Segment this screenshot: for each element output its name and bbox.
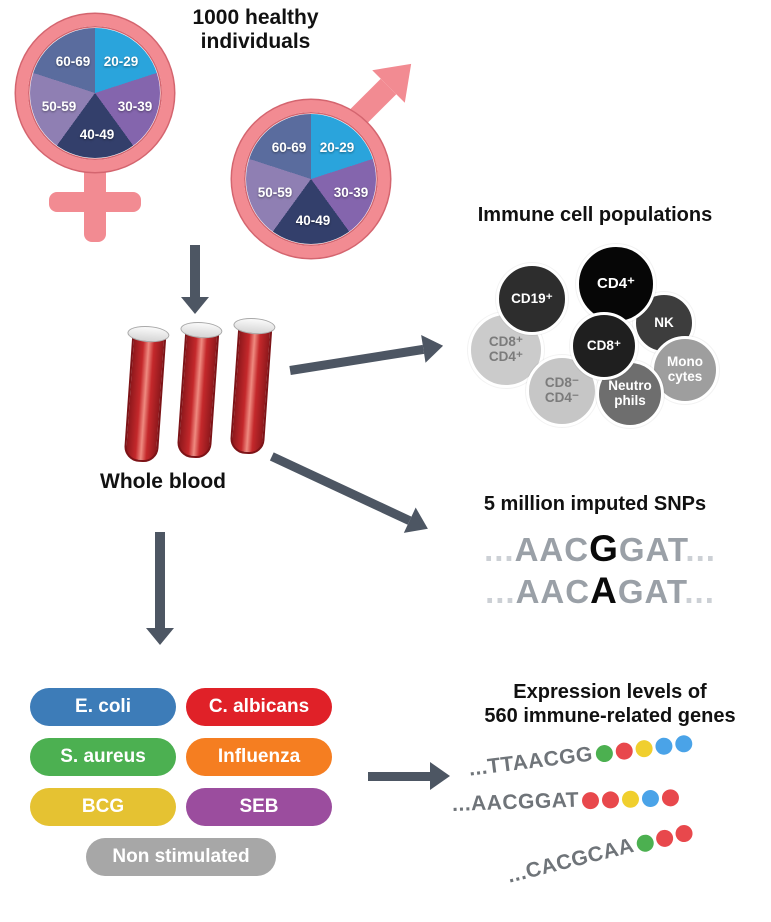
age-label-50-59: 50-59 [257, 185, 293, 200]
expression-dot [641, 789, 660, 807]
age-label-20-29: 20-29 [319, 140, 355, 155]
arrow-stimulations-to-expression [368, 762, 450, 790]
blood-tube [123, 324, 170, 464]
stimulus-c-albicans: C. albicans [186, 688, 332, 726]
snp-sequence-reference: ...AACGGAT... [445, 528, 755, 570]
sequence-dots: ... [485, 573, 516, 610]
age-label-40-49: 40-49 [79, 127, 115, 142]
stimulus-seb: SEB [186, 788, 332, 826]
age-label-50-59: 50-59 [41, 99, 77, 114]
expression-dot [673, 822, 695, 844]
arrow-shaft [270, 451, 412, 525]
gene-sequence: ...TTAACGG [467, 742, 595, 781]
expression-dot [654, 827, 675, 849]
age-label-30-39: 30-39 [333, 185, 369, 200]
snp-sequence-alternate: ...AACAGAT... [445, 570, 755, 612]
snp-variant-allele: G [589, 528, 619, 569]
sequence-dots: ... [684, 573, 715, 610]
female-age-pie: 20-29 30-39 40-49 50-59 60-69 [30, 28, 160, 158]
arrow-shaft [190, 245, 200, 297]
gene-expression-row: ...AACGGAT [452, 785, 680, 817]
age-label-30-39: 30-39 [117, 99, 153, 114]
arrow-shaft [289, 344, 425, 375]
arrow-head [181, 297, 209, 314]
arrow-head [430, 762, 450, 790]
expression-dot [594, 743, 614, 763]
tube-rim [126, 324, 170, 344]
headline: 1000 healthy individuals [192, 6, 319, 54]
sequence-dots: ... [685, 531, 716, 568]
arrow-head [421, 331, 446, 363]
age-label-40-49: 40-49 [295, 213, 331, 228]
sequence-bases: AAC [515, 573, 591, 610]
gene-expression-row: ...CACGCAA [505, 819, 695, 888]
blood-tube [229, 316, 276, 456]
cell-cd4pos: CD4⁺ [576, 244, 656, 324]
expression-dot [614, 741, 634, 761]
stimulus-influenza: Influenza [186, 738, 332, 776]
arrow-head [146, 628, 174, 645]
gene-sequence: ...AACGGAT [451, 788, 580, 816]
expression-dot [654, 736, 674, 756]
arrow-blood-to-snps [266, 443, 434, 542]
sequence-bases: AAC [514, 531, 590, 568]
age-label-60-69: 60-69 [271, 140, 307, 155]
male-age-pie: 20-29 30-39 40-49 50-59 60-69 [246, 114, 376, 244]
expression-dot [661, 788, 680, 807]
expression-title: Expression levels of 560 immune-related … [484, 681, 736, 727]
sequence-dots: ... [484, 531, 515, 568]
immune-populations-title: Immune cell populations [477, 204, 713, 226]
cell-cd8pos: CD8⁺ [570, 312, 638, 380]
arrow-individuals-to-blood [181, 245, 209, 314]
gene-sequence: ...CACGCAA [504, 833, 637, 888]
female-ring: 20-29 30-39 40-49 50-59 60-69 [16, 14, 174, 172]
female-symbol: 20-29 30-39 40-49 50-59 60-69 [16, 14, 174, 254]
stimulus-bcg: BCG [30, 788, 176, 826]
stimulus-non-stimulated: Non stimulated [86, 838, 276, 876]
female-symbol-crossbar [49, 192, 141, 212]
expression-dot [634, 832, 656, 854]
sequence-bases: GAT [618, 531, 686, 568]
expression-dot [634, 738, 654, 758]
male-symbol: 20-29 30-39 40-49 50-59 60-69 [232, 47, 428, 340]
tube-rim [179, 320, 223, 340]
cell-cd19pos: CD19⁺ [496, 263, 568, 335]
arrow-shaft [368, 771, 430, 781]
stimulus-s-aureus: S. aureus [30, 738, 176, 776]
arrow-blood-to-stimulations [146, 532, 174, 645]
expression-dot [674, 733, 693, 753]
whole-blood-label: Whole blood [100, 470, 226, 493]
age-label-20-29: 20-29 [103, 54, 139, 69]
sequence-bases: GAT [617, 573, 685, 610]
expression-dot [621, 789, 640, 808]
age-label-60-69: 60-69 [55, 54, 91, 69]
blood-tube [176, 320, 223, 460]
male-ring: 20-29 30-39 40-49 50-59 60-69 [232, 100, 390, 258]
arrow-shaft [155, 532, 165, 628]
arrow-head [403, 507, 434, 542]
expression-dot [601, 790, 620, 809]
snp-variant-allele: A [590, 570, 618, 611]
expression-dot [581, 791, 600, 809]
snps-title: 5 million imputed SNPs [483, 493, 707, 515]
stimulus-e-coli: E. coli [30, 688, 176, 726]
gene-expression-row: ...TTAACGG [467, 730, 693, 781]
